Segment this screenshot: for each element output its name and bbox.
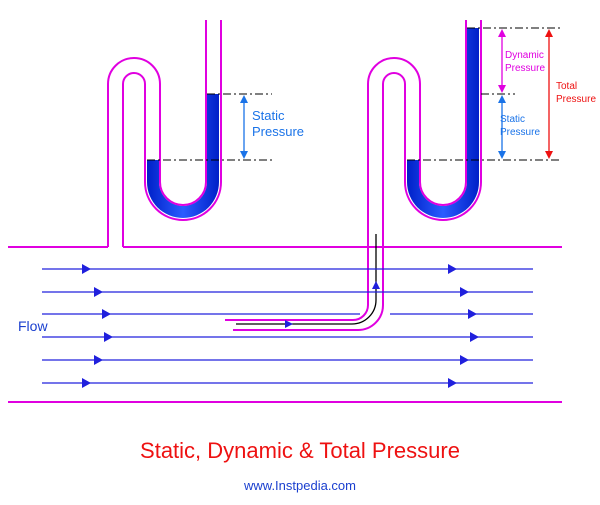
pitot-flow-arrow-vertical — [372, 281, 380, 289]
right-manometer-outer-wall — [367, 20, 467, 305]
pipe-walls — [8, 246, 562, 403]
website-link[interactable]: www.Instpedia.com — [244, 478, 356, 493]
diagram-title: Static, Dynamic & Total Pressure — [140, 438, 460, 463]
pitot-flow-arrow-horizontal — [285, 320, 293, 328]
flow-arrow — [448, 378, 457, 388]
pitot-probe-lower-wall — [233, 304, 384, 331]
left-manometer-inner-wall — [122, 20, 222, 247]
level-reference-lines — [147, 27, 560, 161]
flow-arrow — [82, 264, 91, 274]
static-pressure-marker-left — [240, 95, 248, 159]
right-manometer-fluid — [407, 28, 479, 218]
flow-arrow — [94, 287, 103, 297]
dynamic-pressure-marker — [498, 29, 506, 93]
dynamic-pressure-label: Dynamic Pressure — [505, 50, 547, 74]
flow-arrow — [448, 264, 457, 274]
left-manometer-fluid — [147, 94, 219, 218]
flow-arrow — [82, 378, 91, 388]
left-manometer — [107, 20, 222, 247]
flow-arrow — [102, 309, 111, 319]
pitot-probe-upper-wall — [225, 304, 369, 321]
flow-arrow — [104, 332, 113, 342]
flow-arrow — [468, 309, 477, 319]
pitot-probe — [225, 304, 384, 331]
right-manometer-inner-wall — [382, 20, 482, 305]
static-pressure-label-left: Static Pressure — [252, 108, 304, 139]
flow-arrow — [470, 332, 479, 342]
total-pressure-label: Total Pressure — [556, 81, 596, 105]
static-pressure-label-right: Static Pressure — [500, 114, 540, 138]
flow-arrows — [82, 264, 479, 388]
flow-label: Flow — [18, 318, 48, 334]
pitot-flow-path — [236, 234, 377, 325]
right-manometer — [367, 20, 482, 305]
static-pressure-marker-right — [498, 95, 506, 159]
flow-arrow — [460, 287, 469, 297]
left-manometer-outer-wall — [107, 20, 207, 247]
flow-arrow — [94, 355, 103, 365]
total-pressure-marker — [545, 29, 553, 159]
flow-arrow — [460, 355, 469, 365]
